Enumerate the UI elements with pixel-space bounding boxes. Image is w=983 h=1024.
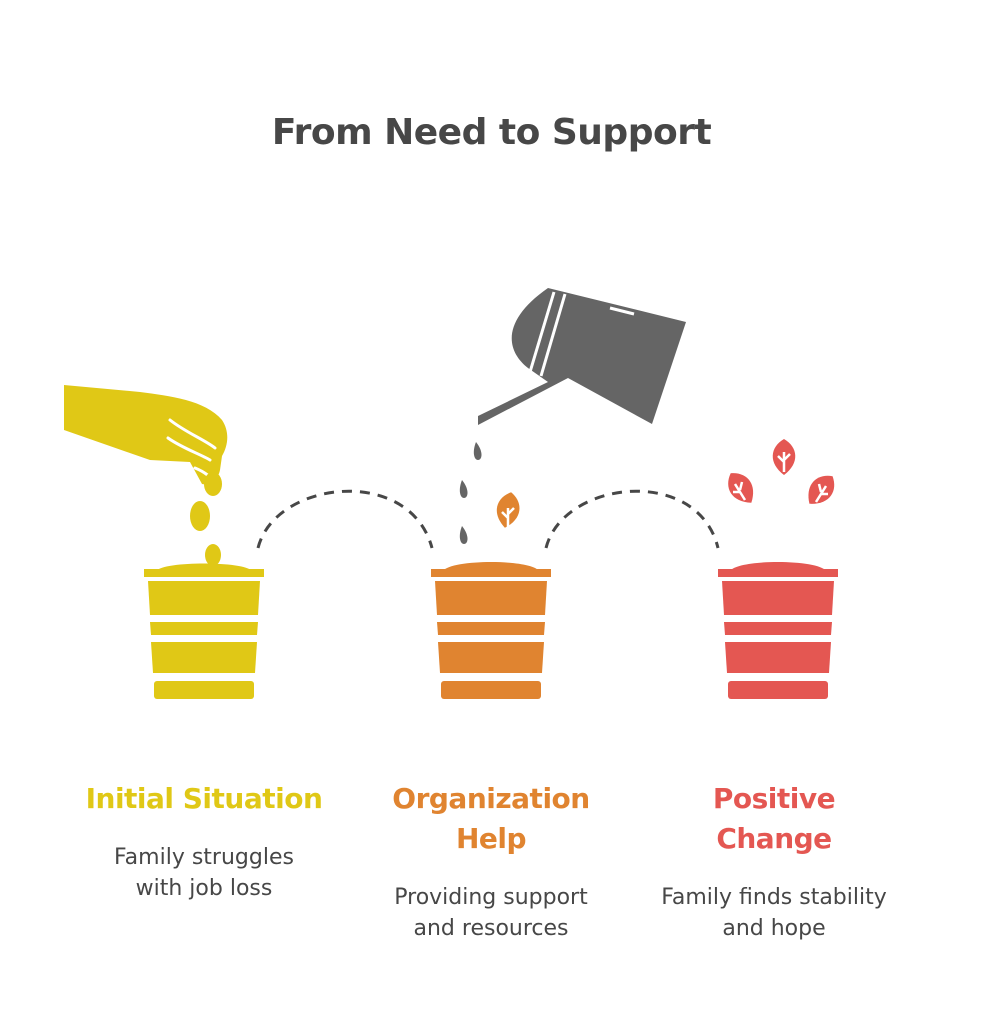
pot-2-icon xyxy=(431,562,551,699)
stage-3-description: Family finds stability and hope xyxy=(661,885,887,941)
seed-icon xyxy=(190,472,222,566)
watering-can-icon xyxy=(478,288,686,425)
stage-2-heading: Organization Help xyxy=(392,782,590,855)
pot-3-icon xyxy=(718,562,838,699)
stage-1-heading: Initial Situation xyxy=(85,782,323,815)
leaf-veins xyxy=(733,452,828,503)
hand-icon xyxy=(64,385,228,485)
pot-1-icon xyxy=(144,563,264,699)
connector-arrow-2 xyxy=(544,489,720,549)
page-title: From Need to Support xyxy=(271,112,712,154)
water-drop-icon xyxy=(459,442,482,544)
leaf-icon xyxy=(721,439,842,512)
stage-1-description: Family struggles with job loss xyxy=(114,845,294,901)
stage-2-description: Providing support and resources xyxy=(394,885,588,941)
connector-arrow-1 xyxy=(256,489,434,549)
sprout-icon xyxy=(493,490,523,530)
watering-can-stripes xyxy=(528,291,635,377)
stage-3-heading: Positive Change xyxy=(712,782,836,855)
